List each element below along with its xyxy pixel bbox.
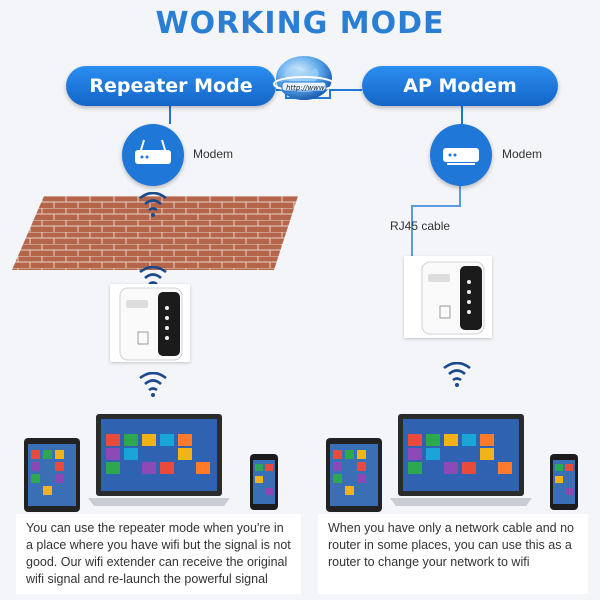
modem-text-right: Modem: [502, 147, 543, 161]
brick-wall: [12, 196, 298, 270]
page-title: WORKING MODE: [155, 6, 445, 41]
repeater-mode-label: Repeater Mode: [66, 66, 276, 106]
wifi-signal-icon: [139, 372, 167, 397]
modem-icon-left: [122, 124, 184, 186]
modem-icon-right: [430, 124, 492, 186]
globe-icon: [273, 56, 335, 100]
wifi-extender-left: [119, 287, 183, 361]
ap-modem-label: AP Modem: [362, 66, 558, 106]
wifi-extender-right: [421, 261, 485, 335]
rj45-cable-label: RJ45 cable: [390, 219, 451, 233]
wifi-signal-icon: [139, 266, 167, 286]
client-devices-left: [24, 414, 278, 512]
wifi-signal-icon: [443, 362, 471, 387]
ap-mode-caption: When you have only a network cable and n…: [318, 514, 588, 594]
modem-text-left: Modem: [193, 147, 234, 161]
wifi-signal-icon: [139, 192, 167, 217]
repeater-mode-caption: You can use the repeater mode when you'r…: [16, 514, 301, 594]
globe-url-text: http://www.: [286, 84, 327, 92]
client-devices-right: [326, 414, 578, 512]
